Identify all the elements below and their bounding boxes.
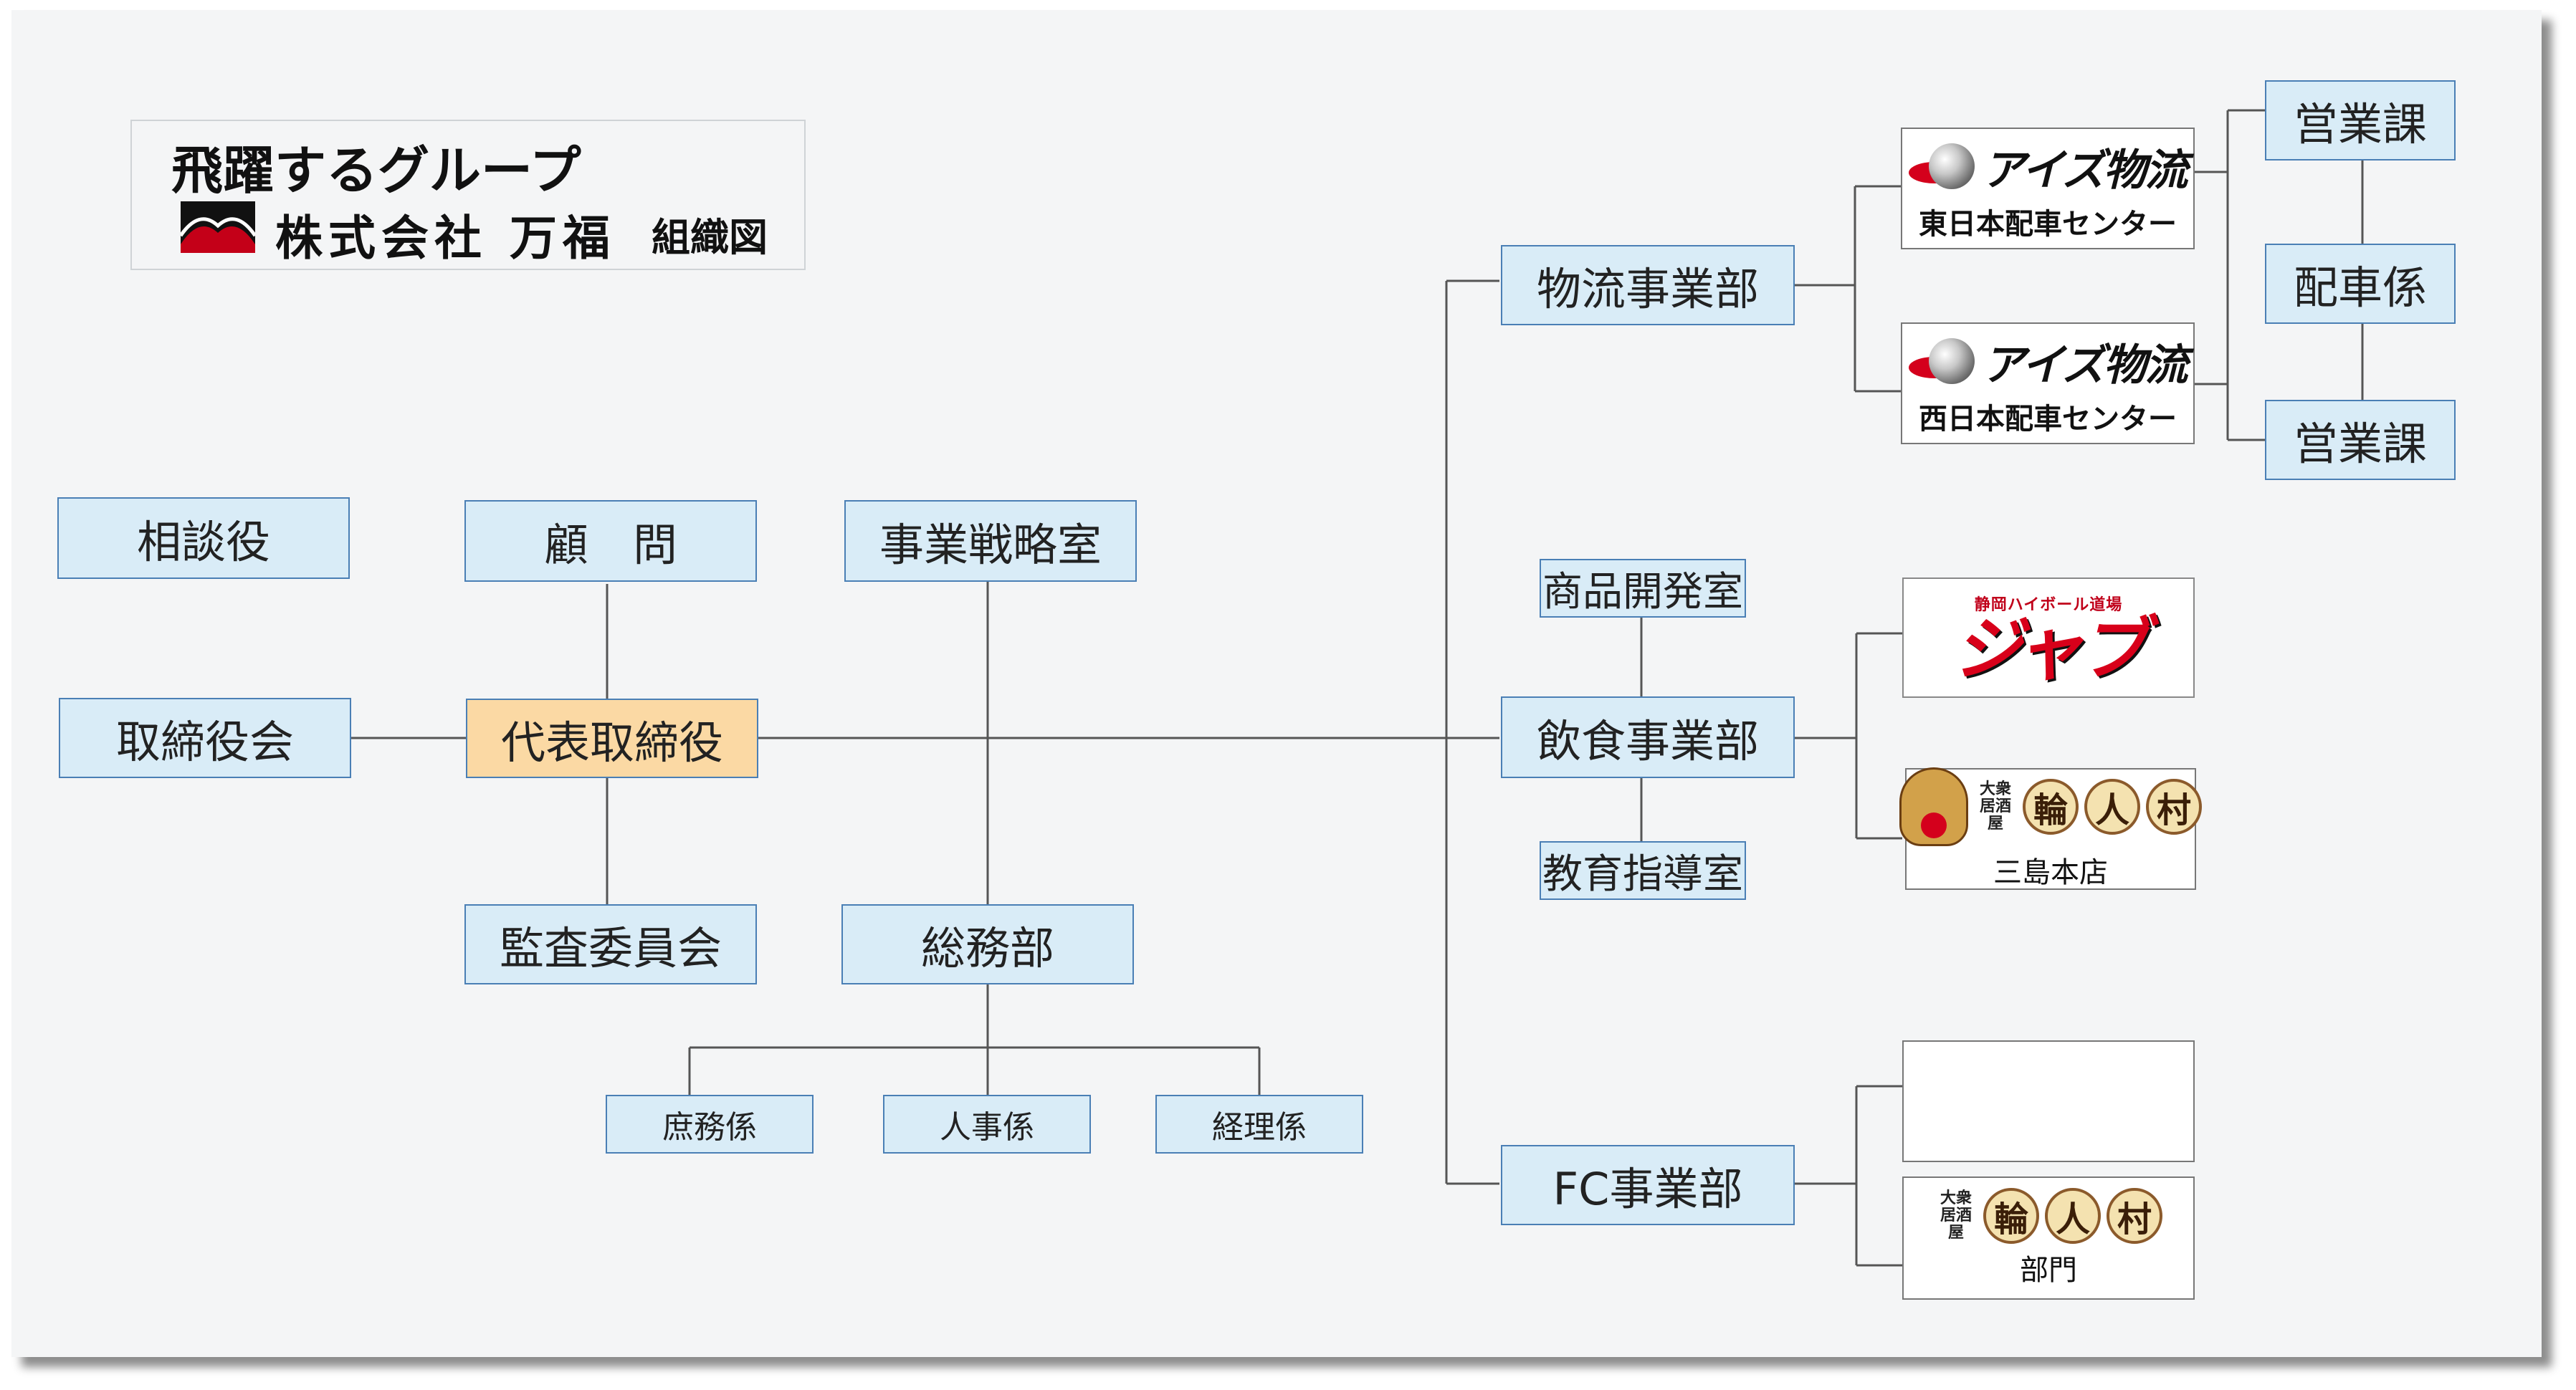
logo-globe-icon	[1929, 143, 1975, 189]
card-wajinmura-division: 大衆居酒屋 輪 人 村 部門	[1902, 1176, 2195, 1300]
wajinmura-logo: 大衆居酒屋 輪 人 村	[1899, 767, 2202, 846]
box-fc-division: FC事業部	[1501, 1145, 1795, 1225]
box-advisor-director: 相談役	[57, 497, 350, 579]
card-west-dispatch-center: アイズ物流 西日本配車センター	[1901, 322, 2195, 444]
company-name: 株式会社 万福	[275, 211, 616, 266]
logo-globe-icon	[1929, 338, 1975, 384]
heart-icon	[1921, 813, 1947, 838]
chart-title: 組織図	[652, 215, 768, 260]
box-clerical-section: 庶務係	[606, 1095, 814, 1154]
jab-logo: ジャブ	[1953, 609, 2147, 689]
card-east-dispatch-center: アイズ物流 東日本配車センター	[1901, 128, 2195, 249]
jab-tagline: 静岡ハイボール道場	[1974, 596, 2123, 614]
wajinmura-logo: 大衆居酒屋 輪 人 村	[1935, 1188, 2162, 1244]
box-logistics-division: 物流事業部	[1501, 245, 1795, 325]
box-general-affairs: 総務部	[841, 904, 1134, 984]
mascot-icon	[1899, 767, 1968, 846]
box-product-development: 商品開発室	[1540, 559, 1746, 618]
group-slogan: 飛躍するグループ	[171, 140, 581, 201]
aizu-logistics-logo: アイズ物流	[1909, 135, 2188, 198]
box-strategy-office: 事業戦略室	[844, 500, 1137, 582]
box-education-office: 教育指導室	[1540, 841, 1746, 900]
aizu-logistics-logo: アイズ物流	[1909, 330, 2188, 393]
box-dispatch-section: 配車係	[2265, 244, 2456, 324]
box-advisor: 顧 問	[464, 500, 757, 582]
box-hr-section: 人事係	[883, 1095, 1091, 1154]
card-blank	[1902, 1040, 2195, 1162]
box-sales-section-2: 営業課	[2265, 400, 2456, 480]
title-panel: 飛躍するグループ 株式会社 万福 組織図	[130, 120, 806, 270]
box-accounting-section: 経理係	[1155, 1095, 1363, 1154]
card-wajinmura-mishima: 大衆居酒屋 輪 人 村 三島本店	[1899, 767, 2202, 890]
box-board-of-directors: 取締役会	[59, 698, 351, 778]
box-audit-committee: 監査委員会	[464, 904, 757, 984]
box-ceo: 代表取締役	[466, 699, 758, 778]
card-jab-highball-pub: 静岡ハイボール道場 ジャブ	[1902, 577, 2195, 698]
box-sales-section-1: 営業課	[2265, 80, 2456, 160]
company-logo-icon	[181, 201, 255, 253]
box-food-division: 飲食事業部	[1501, 696, 1795, 778]
